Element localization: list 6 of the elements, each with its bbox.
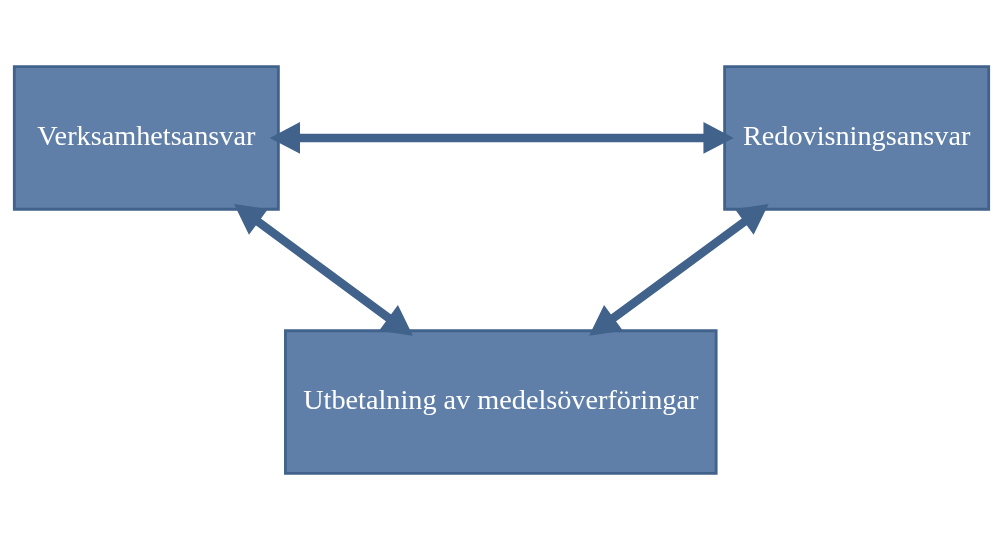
arrow <box>589 204 769 336</box>
arrow <box>234 204 413 336</box>
arrow <box>269 122 734 154</box>
node-box: Verksamhetsansvar <box>12 65 280 211</box>
node-box: Utbetalning av medelsöverföringar <box>284 329 718 475</box>
node-box: Redovisningsansvar <box>723 65 991 211</box>
